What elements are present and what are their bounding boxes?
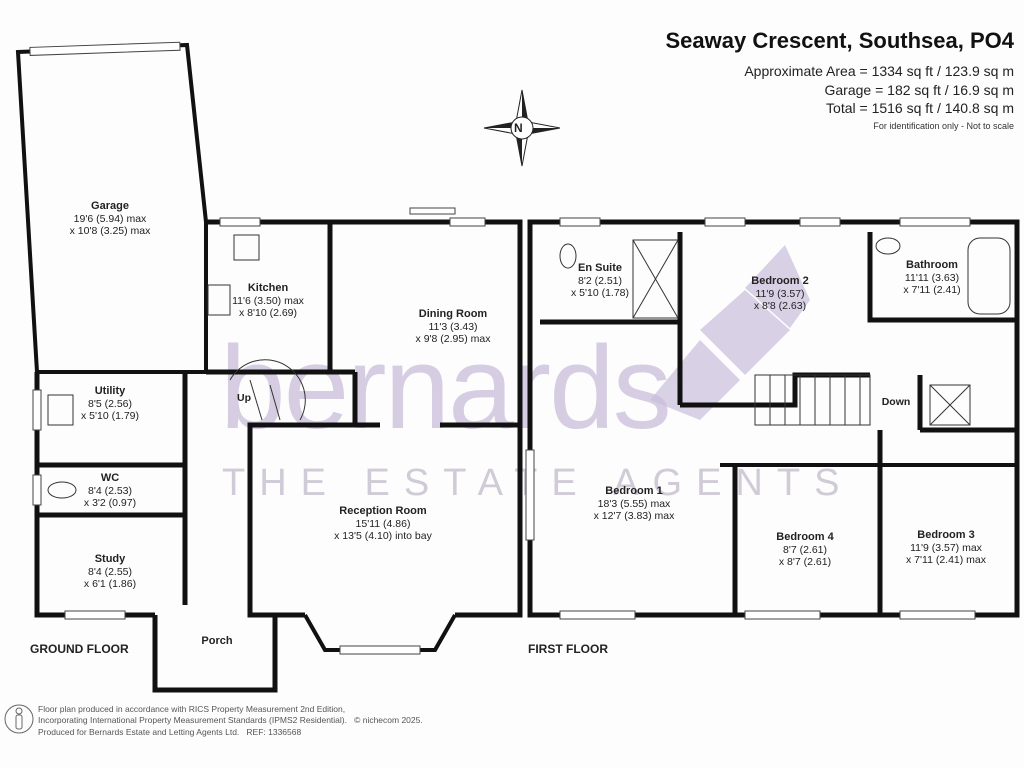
- person-info-icon: [4, 704, 34, 734]
- ground-floor-outer-wall: [206, 219, 523, 618]
- first-floor-stairs: [754, 374, 871, 426]
- ground-floor-label: GROUND FLOOR: [30, 642, 129, 656]
- approximate-area: Approximate Area = 1334 sq ft / 123.9 sq…: [744, 63, 1014, 79]
- footer-disclaimer: Floor plan produced in accordance with R…: [38, 704, 423, 737]
- scale-note: For identification only - Not to scale: [873, 121, 1014, 131]
- stairs-up-label: Up: [237, 392, 251, 404]
- first-floor-label: FIRST FLOOR: [528, 642, 608, 656]
- total-area: Total = 1516 sq ft / 140.8 sq m: [826, 100, 1014, 116]
- compass-north-label: N: [514, 121, 523, 135]
- watermark-brand: bernards: [220, 322, 672, 454]
- ground-floor-stairs: [229, 359, 306, 421]
- reception-bay: [303, 614, 457, 652]
- room-porch: Porch: [201, 635, 233, 647]
- compass-icon: [483, 89, 561, 167]
- garage-area: Garage = 182 sq ft / 16.9 sq m: [824, 82, 1015, 98]
- watermark-logo-petals: [650, 245, 810, 420]
- stairs-down-label: Down: [881, 396, 911, 408]
- property-title: Seaway Crescent, Southsea, PO4: [665, 28, 1015, 53]
